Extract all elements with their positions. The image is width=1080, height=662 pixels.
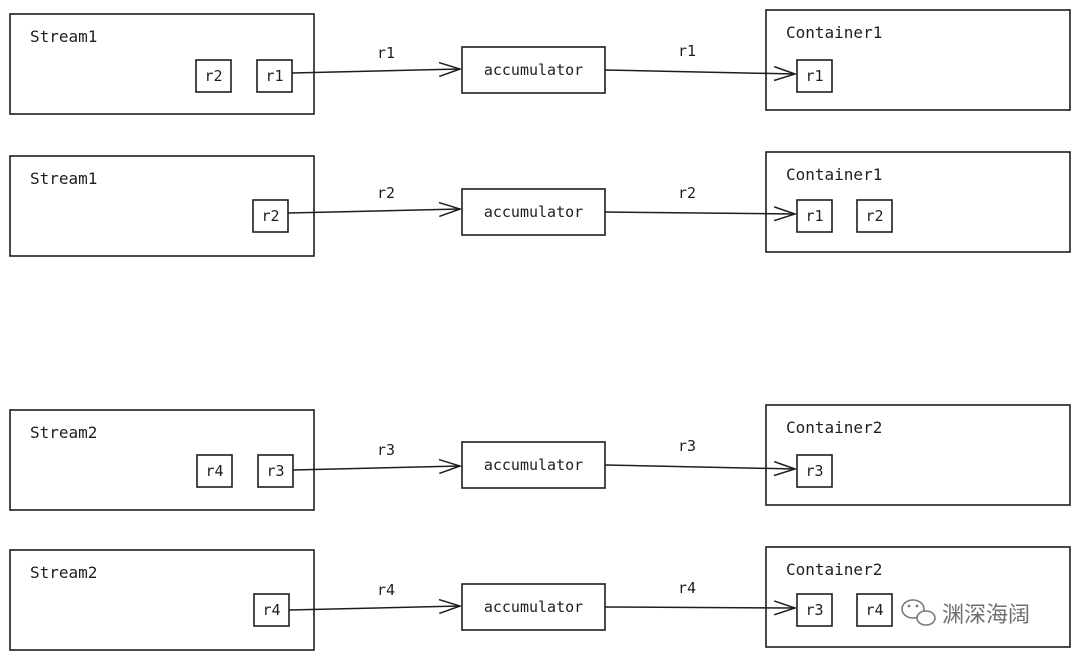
container-label: Container1 [786,23,882,42]
watermark: 渊深海阔 [901,599,1030,628]
input-arrow-label: r1 [377,44,395,62]
output-arrow [604,206,798,222]
output-arrow-label: r3 [678,437,696,455]
wechat-icon [901,599,936,626]
container-box: Container2 r3 [765,404,1071,506]
stream-label: Stream2 [30,423,97,442]
input-arrow [288,598,463,615]
container-record: r1 [796,59,833,93]
container-label: Container2 [786,560,882,579]
output-arrow [604,460,798,477]
container-label: Container1 [786,165,882,184]
stream-label: Stream2 [30,563,97,582]
stream-box: Stream1 r2 [9,155,315,257]
flow-row: Stream1 r2 r1 r1 accumulator r1 Container1 r1 [9,9,1071,115]
stream-record-label: r3 [266,462,284,480]
container-record: r2 [856,199,893,233]
input-arrow [291,61,463,78]
accumulator-label: accumulator [484,456,583,474]
stream-record-label: r4 [262,601,280,619]
stream-record: r3 [257,454,294,488]
flow-row: Stream2 r4 r3 r3 accumulator r3 Container2 r3 [9,404,1071,511]
stream-label: Stream1 [30,169,97,188]
container-record: r3 [796,454,833,488]
accumulator-box: accumulator [461,46,606,94]
stream-record-label: r4 [205,462,223,480]
stream-box: Stream2 r4 [9,549,315,651]
container-record: r1 [796,199,833,233]
watermark-text: 渊深海阔 [942,603,1030,628]
input-arrow-label: r4 [377,581,395,599]
stream-record: r2 [252,199,289,233]
flow-row: Stream2 r4 r4 accumulator r4 Container2 r3 r4 [9,546,1071,651]
accumulator-label: accumulator [484,598,583,616]
stream-record-label: r2 [204,67,222,85]
container-record-label: r1 [805,67,823,85]
stream-record-label: r2 [261,207,279,225]
output-arrow-label: r2 [678,184,696,202]
accumulator-box: accumulator [461,583,606,631]
input-arrow-label: r3 [377,441,395,459]
input-arrow-label: r2 [377,184,395,202]
container-record-label: r2 [865,207,883,225]
input-arrow [292,458,463,475]
flow-row: Stream1 r2 r2 accumulator r2 Container1 r1 r2 [9,151,1071,257]
container-record-label: r4 [865,601,883,619]
stream-box: Stream2 r4 r3 [9,409,315,511]
accumulator-box: accumulator [461,441,606,489]
container-label: Container2 [786,418,882,437]
container-record-label: r3 [805,462,823,480]
container-record-label: r1 [805,207,823,225]
stream-record: r4 [253,593,290,627]
output-arrow [604,600,798,616]
stream-record: r2 [195,59,232,93]
container-box: Container2 r3 r4 [765,546,1071,648]
accumulator-box: accumulator [461,188,606,236]
container-box: Container1 r1 r2 [765,151,1071,253]
stream-box: Stream1 r2 r1 [9,13,315,115]
accumulator-label: accumulator [484,61,583,79]
stream-record-label: r1 [265,67,283,85]
container-record: r4 [856,593,893,627]
stream-record: r4 [196,454,233,488]
stream-record: r1 [256,59,293,93]
container-record: r3 [796,593,833,627]
container-record-label: r3 [805,601,823,619]
input-arrow [287,201,463,218]
output-arrow-label: r4 [678,579,696,597]
output-arrow-label: r1 [678,42,696,60]
container-box: Container1 r1 [765,9,1071,111]
accumulator-label: accumulator [484,203,583,221]
stream-label: Stream1 [30,27,97,46]
output-arrow [604,65,798,82]
